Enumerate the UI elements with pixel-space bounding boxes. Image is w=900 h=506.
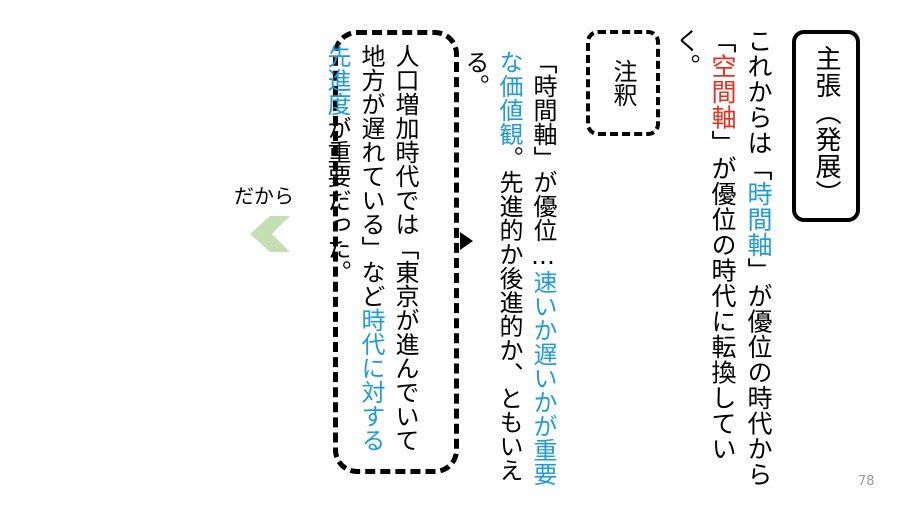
connector-label: だから: [234, 184, 294, 208]
note-segment: 。先進的か後進的か、ともいえる。: [461, 50, 523, 482]
note-text: 「時間軸」が優位…速いか遅いかが重要な価値観。先進的か後進的か、ともいえる。: [458, 50, 560, 490]
heading-box: 主張（発展）: [792, 30, 860, 222]
chevron-left-icon: [250, 216, 290, 252]
claim-text: これからは「時間軸」が優位の時代から「空間軸」が優位の時代に転換していく。: [668, 28, 776, 490]
note-ellipsis: …: [529, 242, 557, 270]
heading-label: 主張（発展）: [811, 45, 841, 207]
example-text: 人口増加時代では「東京が進んでいて地方が遅れている」など時代に対する先進度が重要…: [320, 44, 422, 464]
example-segment-highlight: 時代に対する先進度: [323, 44, 385, 452]
example-segment: が重要だった。: [323, 116, 351, 284]
claim-segment: 」が優位の時代から「: [708, 28, 773, 487]
claim-segment-space-axis: 空間軸: [708, 53, 737, 131]
example-segment: 人口増加時代では「東京が進んでいて地方が遅れている」など: [357, 44, 419, 452]
claim-segment-time-axis: 時間軸: [744, 181, 773, 258]
page-number: 78: [858, 474, 875, 489]
note-segment: 「時間軸」が優位: [529, 50, 557, 242]
arrow-right-icon: [460, 232, 473, 250]
note-label: 注釈: [609, 59, 637, 107]
note-box: 注釈: [586, 30, 660, 136]
claim-segment: これからは「: [744, 28, 773, 181]
example-box: [333, 30, 459, 474]
note-segment-highlight: 速いか遅いかが重要な価値観: [495, 50, 557, 486]
claim-segment: 」が優位の時代に転換していく。: [672, 28, 737, 462]
